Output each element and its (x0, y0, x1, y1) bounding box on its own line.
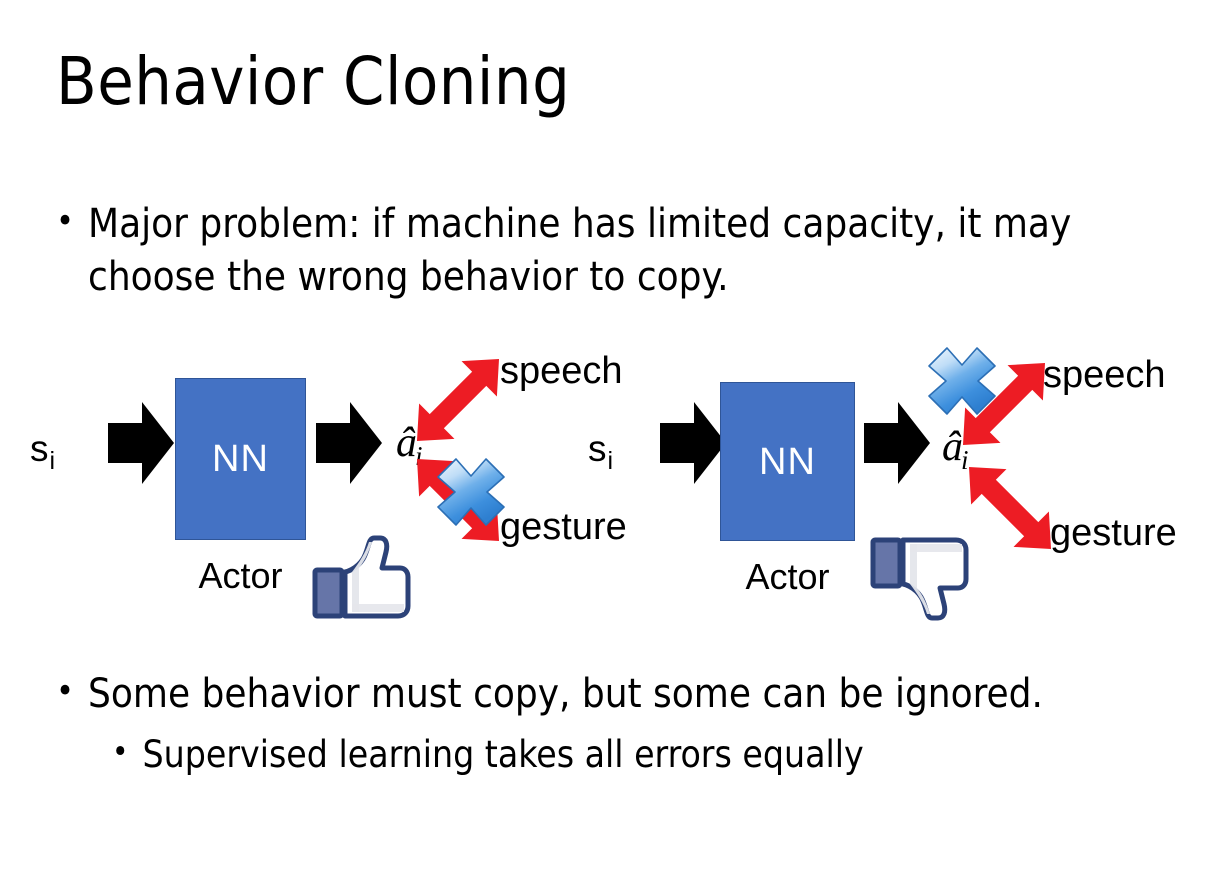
list-item: • Some behavior must copy, but some can … (56, 668, 1166, 720)
branch-label-gesture: gesture (500, 506, 627, 548)
output-arrow-icon (864, 399, 930, 487)
bullet-list-bottom-level1: • Some behavior must copy, but some can … (56, 668, 1166, 720)
input-arrow-icon (108, 399, 174, 487)
action-subscript: i (415, 441, 423, 471)
bullet-list-bottom-level2: • Supervised learning takes all errors e… (112, 731, 1172, 779)
action-symbol: â (396, 420, 417, 466)
list-item: • Major problem: if machine has limited … (56, 198, 1146, 304)
bullet-marker-icon: • (56, 671, 75, 711)
bullet-list-top: • Major problem: if machine has limited … (56, 198, 1146, 304)
actor-caption-left: Actor (198, 555, 283, 596)
thumbs-up-icon (310, 526, 414, 630)
cross-out-icon-speech (925, 344, 999, 418)
nn-label: NN (759, 440, 816, 483)
nn-box-left: NN (175, 378, 306, 540)
thumbs-down-icon (868, 526, 972, 630)
bullet-text: Supervised learning takes all errors equ… (142, 733, 864, 776)
bullet-marker-icon: • (112, 734, 129, 770)
branch-arrow-speech (944, 344, 1064, 464)
cross-out-icon-gesture (434, 455, 508, 529)
actor-caption-right: Actor (745, 556, 830, 597)
action-symbol: â (942, 424, 963, 470)
branch-arrow-speech (398, 340, 518, 460)
action-subscript: i (961, 445, 969, 475)
branch-label-speech: speech (1043, 354, 1166, 396)
state-symbol: s (30, 428, 49, 469)
state-subscript: i (607, 447, 614, 475)
state-subscript: i (49, 447, 56, 475)
branch-arrow-gesture (950, 448, 1070, 568)
diagram-left: si NN Actor âi (22, 336, 627, 636)
nn-box-right: NN (720, 382, 855, 541)
page-title: Behavior Cloning (56, 43, 571, 120)
bullet-text: Major problem: if machine has limited ca… (88, 201, 1072, 300)
bullet-marker-icon: • (56, 201, 75, 241)
diagram-right: si NN Actor âi (570, 336, 1177, 636)
action-label-left: âi (396, 420, 425, 470)
branch-label-gesture: gesture (1050, 512, 1177, 554)
state-symbol: s (588, 428, 607, 469)
state-label-right: si (588, 428, 613, 474)
bullet-text: Some behavior must copy, but some can be… (88, 671, 1043, 717)
branch-label-speech: speech (500, 350, 623, 392)
nn-label: NN (212, 438, 269, 480)
state-label-left: si (30, 428, 55, 474)
list-item: • Supervised learning takes all errors e… (112, 731, 1172, 779)
action-label-right: âi (942, 424, 971, 474)
output-arrow-icon (316, 399, 382, 487)
input-arrow-icon (660, 399, 726, 487)
